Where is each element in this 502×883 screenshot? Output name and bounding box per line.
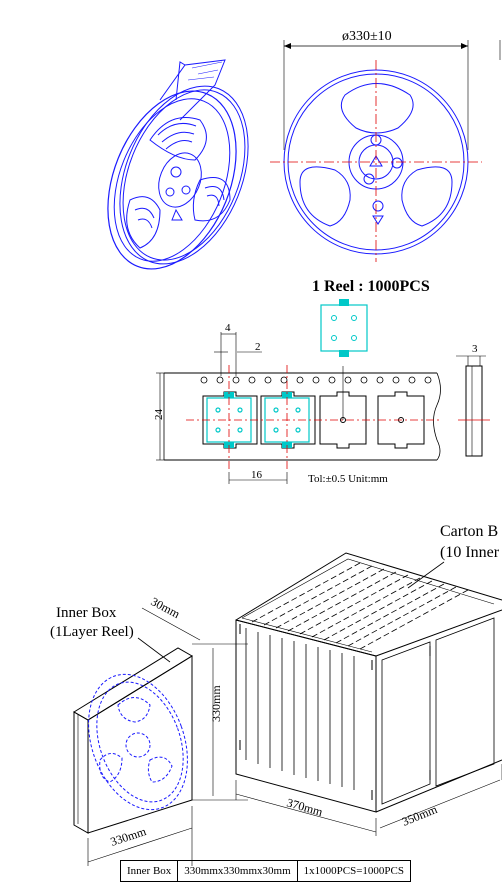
spec-size-cell: 330mmx330mmx30mm [177, 860, 298, 882]
carton-subtitle: (10 Inner [440, 544, 500, 561]
table-row: Inner Box 330mmx330mmx30mm 1x1000PCS=100… [119, 860, 412, 882]
spec-name-cell: Inner Box [119, 860, 179, 882]
reel-isometric [107, 59, 249, 270]
reel-diameter-label: ø330±10 [342, 29, 392, 44]
tape-dim-16: 16 [251, 469, 263, 481]
spec-table: Inner Box 330mmx330mmx30mm 1x1000PCS=100… [119, 860, 412, 882]
inner-box-title: Inner Box [56, 605, 117, 621]
tape-dim-24: 24 [153, 409, 165, 421]
reel-front-view: ø330±10 [270, 29, 501, 262]
carton-dim-length: 370mm [285, 795, 325, 819]
spec-qty-cell: 1x1000PCS=1000PCS [296, 860, 412, 882]
inner-box-dim-width: 330mm [109, 824, 149, 849]
tape-dim-3: 3 [472, 343, 478, 355]
tape-side-view: 3 [456, 343, 490, 457]
carton-box: Carton B (10 Inner [235, 523, 502, 836]
reel-capacity-label: 1 Reel : 1000PCS [312, 278, 430, 295]
component-top-view [320, 299, 368, 357]
inner-box: Inner Box (1Layer Reel) 30mm [50, 594, 248, 866]
inner-box-subtitle: (1Layer Reel) [50, 624, 134, 640]
inner-box-dim-height: 330mm [209, 685, 223, 722]
tape-dim-2: 2 [255, 341, 261, 353]
tape-tolerance: Tol:±0.5 Unit:mm [308, 473, 388, 485]
carrier-tape: 4 2 24 16 Tol:±0.5 Unit:mm [153, 322, 441, 485]
inner-box-dim-depth: 30mm [149, 594, 183, 621]
tape-dim-4: 4 [225, 322, 231, 334]
carton-title: Carton B [440, 523, 498, 540]
carton-dim-width: 350mm [400, 802, 440, 829]
